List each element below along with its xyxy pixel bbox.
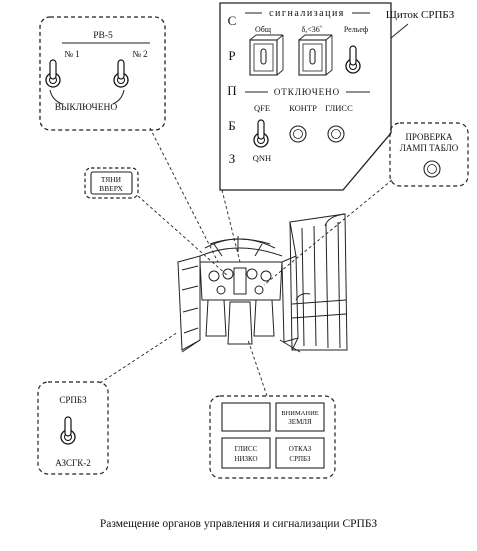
lamp-test-line1: ПРОВЕРКА bbox=[405, 132, 453, 142]
srpbz-letter-z: З bbox=[229, 151, 236, 166]
srpbz-panel-title: Щиток СРПБЗ bbox=[386, 9, 455, 21]
srpbz-relief-toggle[interactable] bbox=[345, 45, 361, 74]
pull-up-line1: ТЯНИ bbox=[101, 175, 122, 184]
lamp-test-line2: ЛАМП ТАБЛО bbox=[400, 143, 459, 153]
azs-label: АЗСГК-2 bbox=[55, 458, 91, 468]
lamp-test-panel: ПРОВЕРКА ЛАМП ТАБЛО bbox=[389, 122, 469, 187]
srpbz-guarded-switch-delta[interactable] bbox=[298, 34, 333, 76]
srpbz-qfe-qnh-toggle[interactable] bbox=[253, 119, 269, 148]
annunciator-glide-low-line1: ГЛИСС bbox=[235, 445, 258, 453]
srpbz-off-label: ОТКЛЮЧЕНО bbox=[274, 87, 340, 97]
annunciator-glide-low-line2: НИЗКО bbox=[234, 455, 257, 463]
rv5-panel-frame bbox=[39, 16, 166, 131]
annunciator-blank-cell bbox=[221, 402, 271, 432]
annunciator-panel: ВНИМАНИЕ ЗЕМЛЯ ГЛИСС НИЗКО ОТКАЗ СРПБЗ bbox=[209, 395, 336, 479]
pull-up-line2: ВВЕРХ bbox=[99, 184, 123, 193]
srpbz-title-leader bbox=[390, 23, 409, 39]
srpbz-kontr-button[interactable] bbox=[289, 125, 307, 143]
srpbz-signal-header: сигнализация bbox=[269, 8, 345, 19]
annunciator-ground-warning-cell bbox=[275, 402, 325, 432]
rv5-switch2-label: № 2 bbox=[132, 49, 147, 59]
pull-up-lamp: ТЯНИ ВВЕРХ bbox=[84, 167, 139, 199]
rv5-state-label: ВЫКЛЮЧЕНО bbox=[55, 103, 118, 113]
annunciator-ground-line2: ЗЕМЛЯ bbox=[288, 418, 312, 426]
srpbz-panel-frame bbox=[219, 2, 392, 191]
azs-circuit-breaker-toggle[interactable] bbox=[60, 416, 76, 445]
azs-panel: СРПБЗ АЗСГК-2 bbox=[37, 381, 109, 475]
srpbz-gliss-label: ГЛИСС bbox=[325, 103, 353, 113]
rv5-title: РВ-5 bbox=[93, 31, 113, 41]
leader-lines bbox=[99, 127, 393, 397]
srpbz-letter-s: С bbox=[228, 13, 237, 28]
srpbz-signal-relief-label: Рельеф bbox=[344, 25, 368, 34]
srpbz-qfe-label: QFE bbox=[254, 103, 270, 113]
srpbz-qnh-label: QNH bbox=[253, 153, 271, 163]
annunciator-srpbz-fail-line1: ОТКАЗ bbox=[289, 445, 312, 453]
srpbz-letter-p: П bbox=[227, 83, 236, 98]
srpbz-kontr-label: КОНТР bbox=[289, 103, 317, 113]
annunciator-srpbz-fail-cell bbox=[275, 437, 325, 469]
srpbz-guarded-switch-obsh[interactable] bbox=[249, 34, 284, 76]
srpbz-signal-delta-label: δ,<36˚ bbox=[302, 25, 323, 34]
srpbz-letter-r: Р bbox=[228, 48, 235, 63]
rv5-toggle-switch-2[interactable] bbox=[113, 59, 129, 88]
srpbz-letter-b: Б bbox=[228, 118, 235, 133]
srpbz-panel: С Р П Б З сигнализация Общ δ,<36˚ Рельеф bbox=[219, 2, 392, 191]
figure-caption: Размещение органов управления и сигнализ… bbox=[99, 518, 378, 530]
srpbz-signal-obsh-label: Общ bbox=[255, 25, 271, 34]
annunciator-ground-line1: ВНИМАНИЕ bbox=[281, 410, 319, 417]
annunciator-glide-low-cell bbox=[221, 437, 271, 469]
rv5-toggle-switch-1[interactable] bbox=[45, 59, 61, 88]
cockpit-illustration bbox=[177, 213, 348, 353]
annunciator-srpbz-fail-line2: СРПБЗ bbox=[289, 455, 311, 463]
azs-title: СРПБЗ bbox=[59, 395, 87, 405]
lamp-test-button[interactable] bbox=[423, 160, 441, 178]
rv5-switch1-label: № 1 bbox=[64, 49, 79, 59]
srpbz-gliss-button[interactable] bbox=[327, 125, 345, 143]
rv5-panel: РВ-5 № 1 № 2 ВЫКЛЮЧЕНО bbox=[39, 16, 166, 131]
